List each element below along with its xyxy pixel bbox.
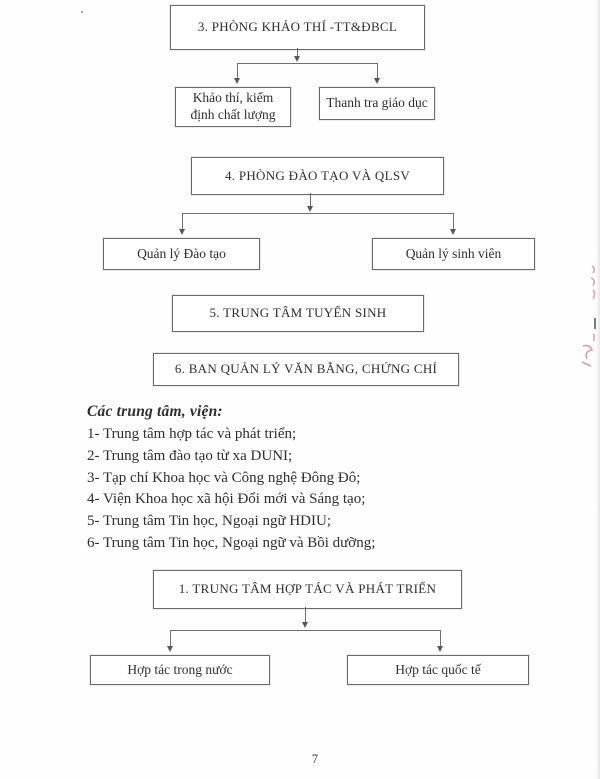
org-box-quan-ly-sinh-vien: Quản lý sinh viên: [372, 238, 535, 270]
list-item: 4- Viện Khoa học xã hội Đổi mới và Sáng …: [87, 491, 366, 508]
connector-line: [305, 607, 306, 622]
connector-line: [237, 63, 238, 78]
pen-dash-mark: [594, 318, 596, 329]
page-number: 7: [311, 752, 319, 766]
org-box-phong-dao-tao: 4. PHÒNG ĐÀO TẠO VÀ QLSV: [191, 157, 444, 195]
org-box-ban-quan-ly-van-bang: 6. BAN QUẢN LÝ VĂN BẰNG, CHỨNG CHỈ: [153, 353, 459, 386]
arrowhead-down-icon: [294, 56, 300, 62]
org-box-label: Hợp tác quốc tế: [395, 661, 481, 677]
arrowhead-down-icon: [374, 78, 380, 84]
org-box-label: 5. TRUNG TÂM TUYỂN SINH: [209, 305, 387, 321]
org-box-phong-khao-thi: 3. PHÒNG KHẢO THÍ -TT&ĐBCL: [170, 5, 425, 50]
connector-line: [182, 213, 454, 214]
connector-line: [310, 193, 311, 206]
centers-heading: Các trung tâm, viện:: [87, 403, 223, 420]
arrowhead-down-icon: [302, 622, 308, 628]
org-box-hop-tac-trong-nuoc: Hợp tác trong nước: [90, 655, 270, 685]
org-box-hop-tac-quoc-te: Hợp tác quốc tế: [347, 655, 529, 685]
connector-line: [170, 630, 441, 631]
list-item: 2- Trung tâm đào tạo từ xa DUNI;: [87, 447, 293, 464]
arrowhead-down-icon: [167, 646, 173, 652]
arrowhead-down-icon: [179, 229, 185, 235]
org-box-label: Khảo thí, kiểm định chất lượng: [190, 90, 276, 122]
org-box-khao-thi-kiem-dinh: Khảo thí, kiểm định chất lượng: [175, 87, 291, 127]
connector-line: [237, 63, 378, 64]
org-box-label: Quản lý Đào tạo: [137, 245, 226, 261]
connector-line: [297, 48, 298, 57]
connector-line: [440, 630, 441, 646]
list-item: 6- Trung tâm Tin học, Ngoại ngữ và Bồi d…: [87, 534, 376, 551]
arrowhead-down-icon: [307, 206, 313, 212]
org-box-label: Quản lý sinh viên: [405, 245, 502, 261]
org-box-label: Hợp tác trong nước: [127, 661, 233, 677]
page-edge-shadow: [596, 0, 600, 779]
centers-list: 1- Trung tâm hợp tác và phát triển; 2- T…: [87, 424, 375, 555]
connector-line: [182, 213, 183, 229]
arrowhead-down-icon: [437, 646, 443, 652]
org-box-label: Thanh tra giáo dục: [326, 95, 428, 111]
list-item: 5- Trung tâm Tin học, Ngoại ngữ HDIU;: [87, 513, 331, 530]
list-item: 1- Trung tâm hợp tác và phát triển;: [87, 426, 297, 442]
org-box-label: 3. PHÒNG KHẢO THÍ -TT&ĐBCL: [197, 19, 398, 35]
red-ink-mark-lower: [581, 334, 595, 367]
arrowhead-down-icon: [450, 229, 456, 235]
org-box-quan-ly-dao-tao: Quản lý Đào tạo: [103, 238, 260, 270]
red-ink-mark-upper: [590, 265, 596, 300]
org-box-trung-tam-hop-tac: 1. TRUNG TÂM HỢP TÁC VÀ PHÁT TRIỂN: [153, 570, 462, 609]
arrowhead-down-icon: [234, 78, 240, 84]
connector-line: [377, 63, 378, 78]
connector-line: [170, 630, 171, 646]
org-box-label: 4. PHÒNG ĐÀO TẠO VÀ QLSV: [224, 167, 411, 183]
list-item: 3- Tạp chí Khoa học và Công nghệ Đông Đô…: [87, 469, 361, 486]
scan-speck: [81, 11, 83, 13]
org-box-trung-tam-tuyen-sinh: 5. TRUNG TÂM TUYỂN SINH: [172, 295, 424, 332]
org-box-label: 1. TRUNG TÂM HỢP TÁC VÀ PHÁT TRIỂN: [178, 581, 437, 597]
connector-line: [453, 213, 454, 229]
org-box-label: 6. BAN QUẢN LÝ VĂN BẰNG, CHỨNG CHỈ: [174, 361, 438, 377]
org-box-thanh-tra-giao-duc: Thanh tra giáo dục: [319, 87, 435, 120]
